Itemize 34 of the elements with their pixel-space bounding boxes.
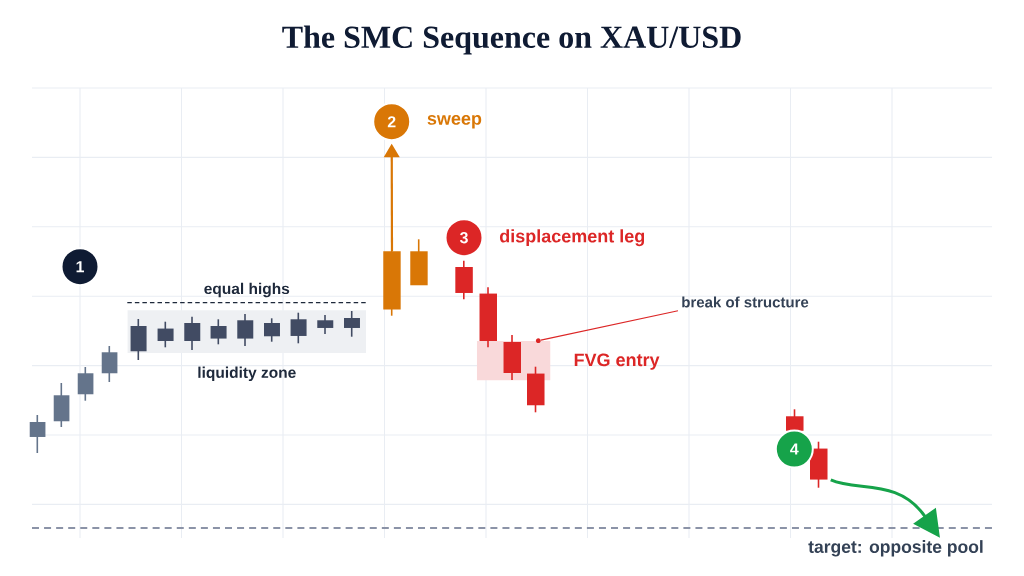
candle: [53, 382, 70, 428]
candle: [410, 238, 428, 286]
candle: [455, 259, 473, 301]
candle: [290, 311, 307, 345]
candle: [210, 318, 227, 346]
step-number-badge: 1: [60, 247, 100, 287]
candle: [810, 440, 828, 489]
candle: [317, 314, 334, 335]
step-label: sweep: [427, 114, 482, 129]
target-label: target: opposite pool: [808, 540, 983, 557]
step-number-badge: 4: [774, 429, 814, 469]
candle: [157, 320, 174, 349]
candle: [184, 315, 201, 351]
candle: [263, 317, 280, 343]
title: The SMC Sequence on XAU/USD: [282, 25, 741, 55]
step-label: displacement leg: [499, 229, 645, 247]
zone-label: FVG entry: [574, 353, 660, 370]
candle: [77, 366, 94, 402]
candle: [130, 318, 147, 361]
candle: [383, 250, 401, 317]
candle: [237, 313, 254, 347]
candle: [29, 414, 46, 454]
level-label: equal highs: [204, 282, 290, 298]
candle: [503, 334, 521, 381]
candle: [786, 408, 804, 432]
annotation-label: break of structure: [682, 296, 809, 308]
candle: [527, 365, 545, 414]
zone-label: liquidity zone: [198, 366, 296, 382]
candle: [479, 286, 497, 349]
candle: [343, 310, 360, 338]
step-number-badge: 3: [444, 218, 484, 258]
candle: [101, 345, 118, 383]
leader-line: [540, 310, 679, 341]
step-number-badge: 2: [372, 102, 412, 142]
